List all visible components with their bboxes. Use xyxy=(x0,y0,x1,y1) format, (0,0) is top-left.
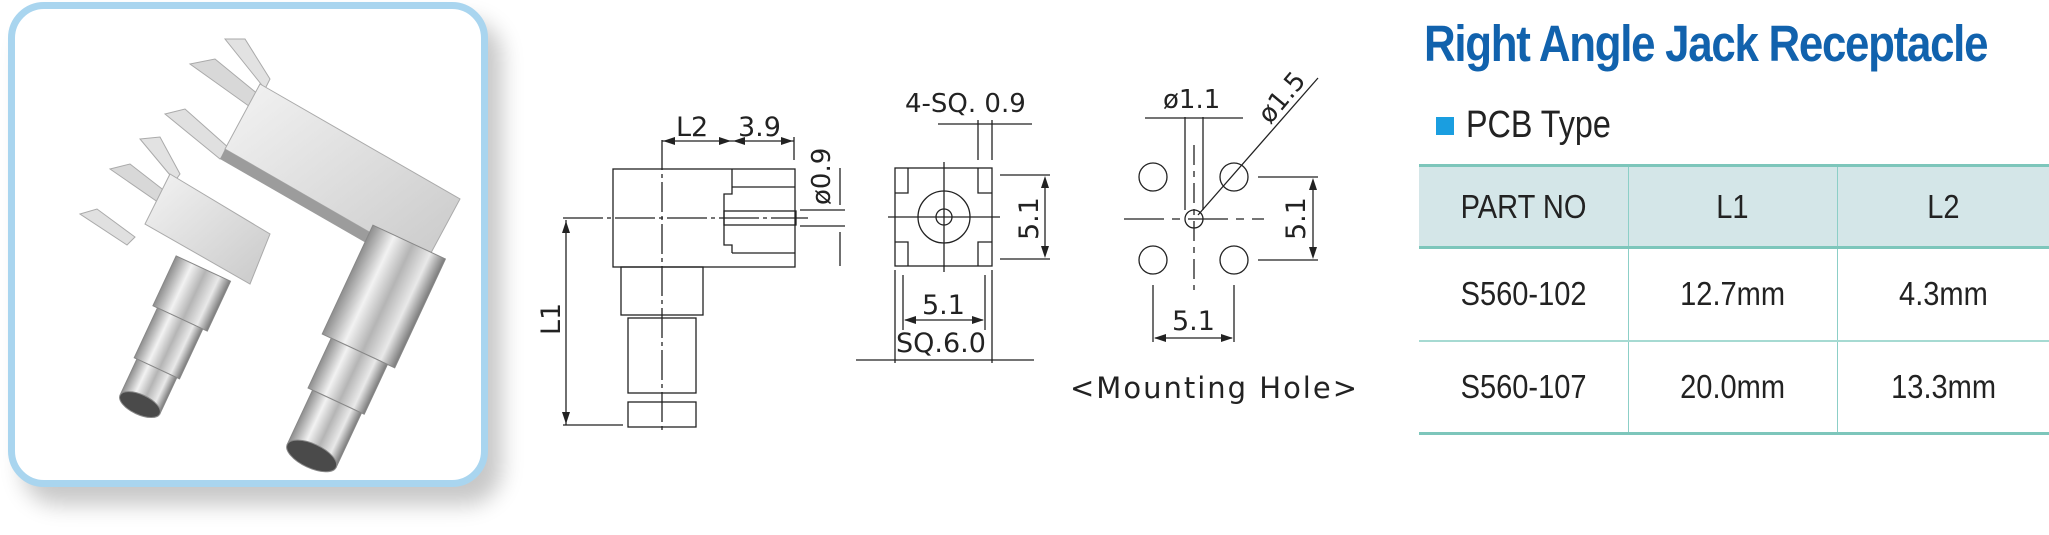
header-l2: L2 xyxy=(1836,165,2049,248)
dim-4-sq-0-9: 4-SQ. 0.9 xyxy=(905,89,1026,119)
dim-3-9: 3.9 xyxy=(738,112,781,143)
dim-l2: L2 xyxy=(676,112,708,143)
dim-5-1-front-horizontal: 5.1 xyxy=(922,290,965,321)
cell-l1: 12.7mm xyxy=(1627,247,1837,341)
table-header-row: PART NO L1 L2 xyxy=(1419,165,2049,248)
mounting-hole-drawing xyxy=(1124,77,1319,342)
cell-l1: 20.0mm xyxy=(1627,340,1837,434)
dim-dia-1-1: ø1.1 xyxy=(1163,85,1220,115)
small-connector xyxy=(78,136,271,419)
header-l1: L1 xyxy=(1627,165,1837,248)
table-row: S560-107 20.0mm 13.3mm xyxy=(1419,340,2049,434)
cell-part-no: S560-102 xyxy=(1460,275,1587,313)
cell-l2: 13.3mm xyxy=(1836,340,2049,434)
large-connector xyxy=(163,38,461,473)
mounting-hole-caption: <Mounting Hole> xyxy=(1070,371,1359,405)
connector-image xyxy=(78,38,461,473)
section-heading: PCB Type xyxy=(1436,104,1636,147)
cell-l2: 4.3mm xyxy=(1836,247,2049,341)
dim-dia-1-5: ø1.5 xyxy=(1252,66,1312,129)
square-bullet-icon xyxy=(1436,116,1454,135)
spec-table: PART NO L1 L2 S560-102 12.7mm 4.3mm S560… xyxy=(1419,164,2049,435)
front-view-drawing xyxy=(856,120,1050,363)
cell-part-no: S560-107 xyxy=(1460,367,1587,405)
section-heading-label: PCB Type xyxy=(1466,104,1611,146)
dim-5-1-hole-horizontal: 5.1 xyxy=(1172,306,1215,337)
table-row: S560-102 12.7mm 4.3mm xyxy=(1419,247,2049,341)
product-photo xyxy=(8,2,488,487)
side-view-drawing xyxy=(563,137,845,432)
page-title: Right Angle Jack Receptacle xyxy=(1424,15,1988,72)
dim-l1: L1 xyxy=(536,303,567,335)
header-part-no: PART NO xyxy=(1460,187,1587,225)
dim-dia-0-9: ø0.9 xyxy=(807,148,837,205)
dim-sq-6-0: SQ.6.0 xyxy=(896,328,986,359)
technical-drawings: L2 3.9 ø0.9 L1 4-SQ. 0.9 5.1 5.1 SQ.6.0 … xyxy=(536,66,1359,432)
dim-5-1-hole-vertical: 5.1 xyxy=(1281,197,1312,240)
dim-5-1-front-vertical: 5.1 xyxy=(1014,197,1045,240)
